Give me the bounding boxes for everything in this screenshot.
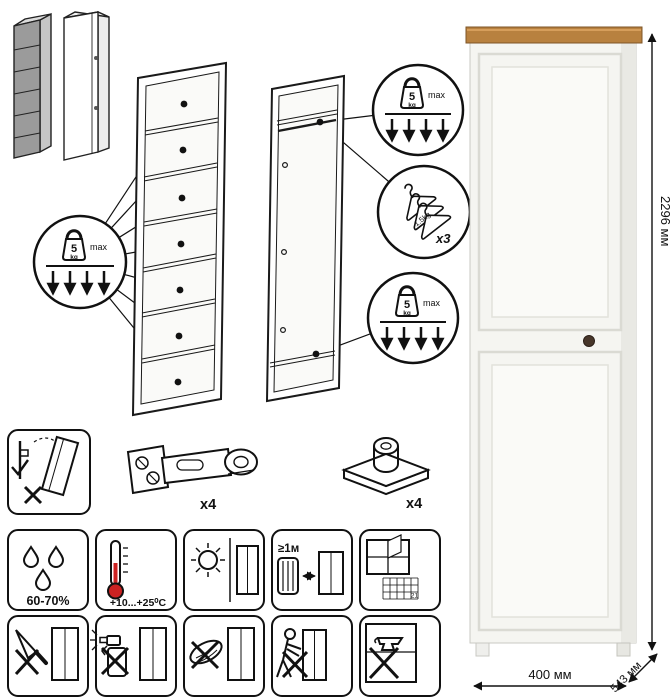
depth-dimension: 543 мм	[609, 653, 658, 696]
load-value: 5	[71, 243, 77, 255]
rod-cabinet-drawing	[265, 74, 346, 403]
door-knob	[583, 335, 595, 347]
load-value: 5	[409, 91, 415, 103]
hangers-icon	[404, 183, 452, 240]
temperature-label: +10...+25⁰C	[110, 597, 167, 609]
depth-label: 543 мм	[609, 660, 645, 696]
top-shelf-load-badge: 5 kg max	[371, 63, 465, 157]
no-heavy-load-icon	[359, 615, 441, 697]
height-label: 2296 мм	[658, 196, 672, 246]
no-direct-sunlight-icon	[183, 529, 265, 611]
weight-kettlebell-icon: 5 kg	[399, 77, 425, 109]
shelf-load-badge: 5 kg max	[32, 214, 128, 310]
width-dimension: 400 мм	[473, 667, 627, 691]
load-unit: kg	[70, 254, 78, 261]
weight-kettlebell-icon: 5 kg	[61, 229, 87, 261]
wardrobe-leg	[475, 642, 490, 657]
variant-cabinet-gray-icon	[13, 12, 52, 159]
temperature-icon: +10...+25⁰C	[95, 529, 177, 611]
wood-top-board	[465, 26, 643, 44]
foot-count-label: x4	[406, 496, 422, 512]
humidity-icon: 60-70%	[7, 529, 89, 611]
calendar-grid	[382, 577, 419, 600]
load-arrows-icon	[385, 119, 450, 143]
load-arrows-icon	[380, 327, 445, 351]
no-abrasive-pad-icon	[183, 615, 265, 697]
shelf-cabinet-drawing	[131, 61, 228, 417]
variant-cabinet-white-icon	[63, 10, 110, 161]
no-spray-chemicals-icon	[90, 615, 177, 697]
no-dragging-icon	[271, 615, 353, 697]
anvil-icon	[374, 637, 404, 651]
load-qualifier: max	[428, 90, 446, 100]
load-unit: kg	[403, 310, 411, 317]
width-label: 400 мм	[528, 667, 571, 682]
bottom-shelf-load-badge: 5 kg max	[366, 271, 460, 365]
load-value: 5	[404, 299, 410, 311]
humidity-label: 60-70%	[26, 594, 69, 608]
hanger-load-badge: 1.5kg x3	[376, 164, 472, 260]
hanger-count-label: x3	[435, 231, 451, 246]
load-qualifier: max	[423, 298, 441, 308]
furniture-foot-icon	[341, 437, 431, 496]
distance-label: ≥1м	[278, 543, 299, 555]
load-arrows-icon	[46, 271, 111, 296]
height-dimension: 2296 мм	[647, 33, 672, 651]
no-sharp-objects-icon	[7, 615, 89, 697]
anti-tip-warning-icon	[7, 429, 91, 515]
wardrobe-leg	[616, 642, 631, 657]
hinge-icon	[126, 444, 258, 495]
load-qualifier: max	[90, 242, 108, 252]
heat-distance-icon: ≥1м	[271, 529, 353, 611]
window-number-label: 21	[411, 593, 419, 600]
hinge-count-label: x4	[200, 497, 216, 513]
ventilation-window-icon: 21	[359, 529, 441, 611]
load-unit: kg	[408, 102, 416, 109]
weight-kettlebell-icon: 5 kg	[394, 285, 420, 317]
wardrobe-render	[465, 26, 643, 657]
